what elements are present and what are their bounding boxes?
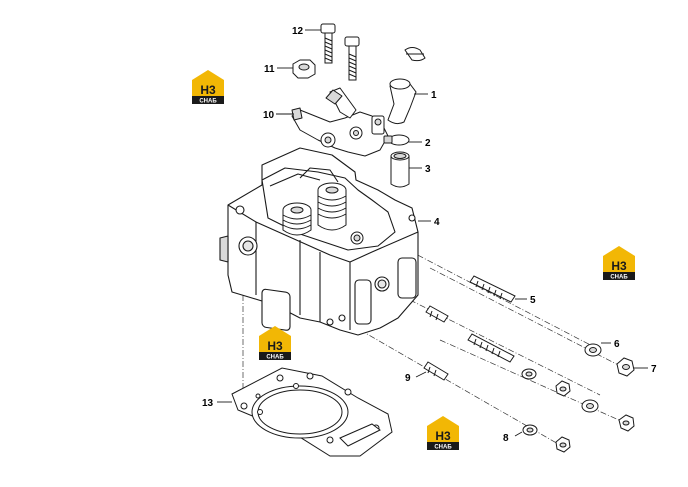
nut-11 [292,59,316,79]
washers-and-nuts [521,343,635,453]
logo-mark: H3 [611,259,627,273]
cylinder-head [219,147,419,336]
logo-name: СНАБ [610,275,628,281]
watermark-logo: H3 СНАБ [427,416,459,451]
valve-springs [282,182,364,245]
callout-6: 6 [614,339,620,350]
callout-9: 9 [405,373,411,384]
callout-10: 10 [263,110,275,121]
leader-lines [217,29,648,437]
callout-2: 2 [425,138,431,149]
callout-3: 3 [425,164,431,175]
rocker-arm-assembly [291,87,389,157]
bolts-12 [320,23,360,81]
watermark-logo: H3 СНАБ [603,246,635,281]
hose-1 [387,47,426,125]
callout-7: 7 [651,364,657,375]
logo-name: СНАБ [199,99,217,105]
logo-name: СНАБ [266,355,284,361]
logo-mark: H3 [435,429,451,443]
head-gasket-13 [231,367,393,457]
clamp-2 [383,134,410,146]
sleeve-3 [390,151,410,188]
callout-1: 1 [431,90,437,101]
callouts: 12 11 10 1 2 3 4 5 6 7 8 9 13 [202,26,657,444]
callout-11: 11 [264,64,275,75]
studs [423,275,516,381]
logo-mark: H3 [200,83,216,97]
callout-4: 4 [434,217,440,228]
logo-name: СНАБ [434,445,452,451]
callout-13: 13 [202,398,214,409]
callout-5: 5 [530,295,536,306]
watermark-logo: H3 СНАБ [259,326,291,361]
callout-12: 12 [292,26,304,37]
watermark-logo: H3 СНАБ [192,70,224,105]
logo-mark: H3 [267,339,283,353]
callout-8: 8 [503,433,509,444]
